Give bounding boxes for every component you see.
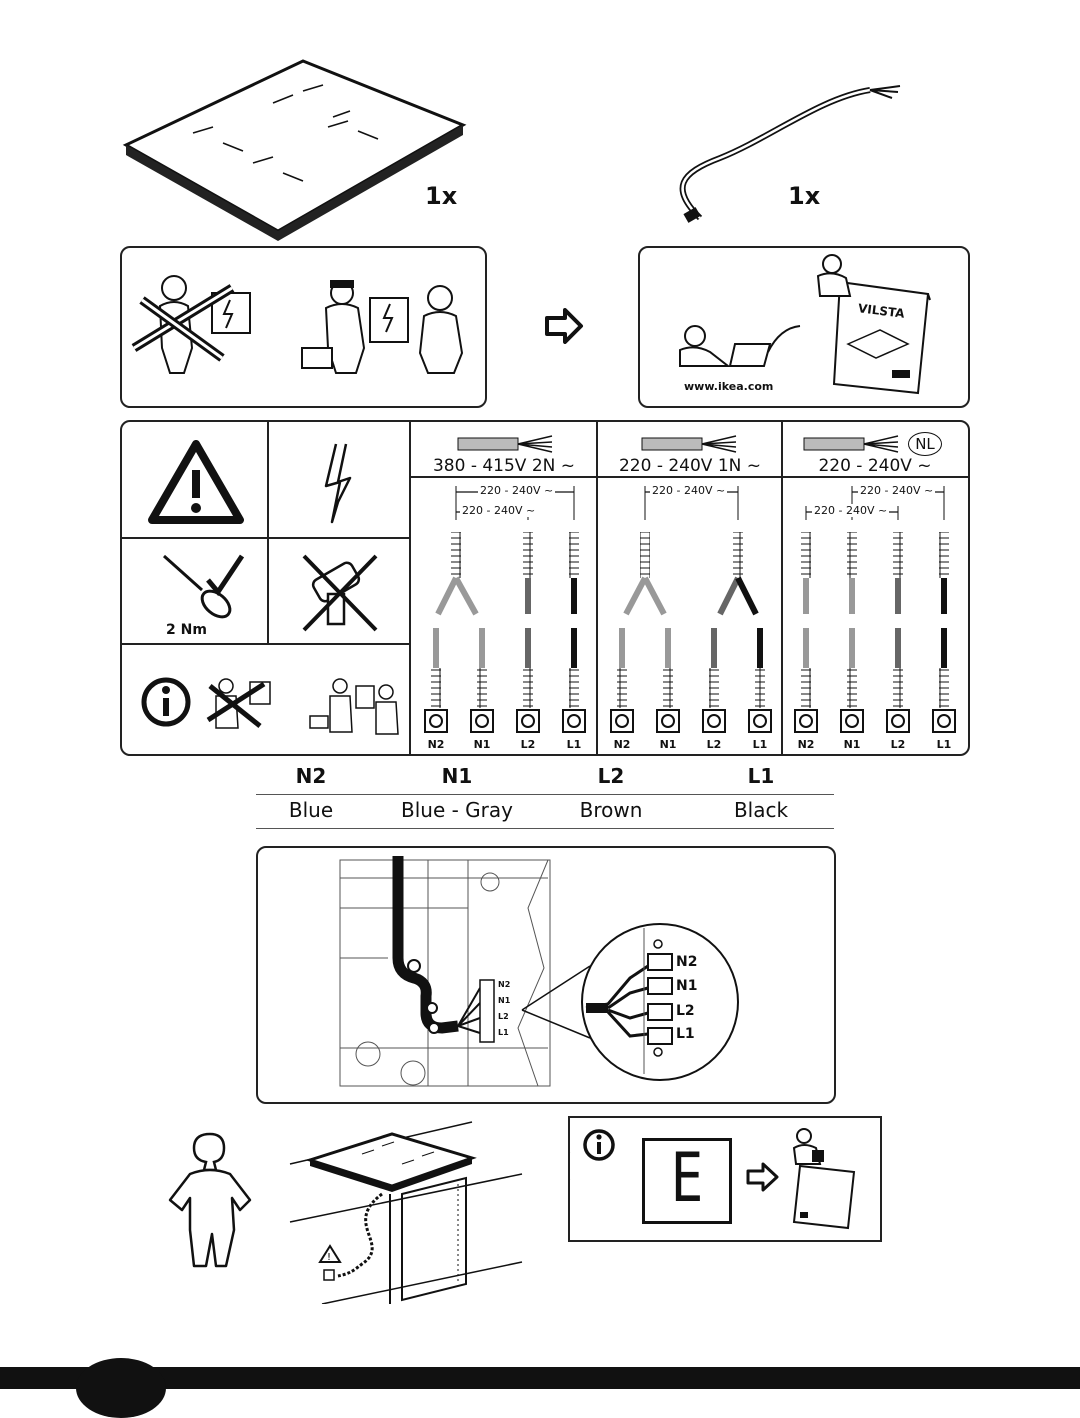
terminal-label: L1 xyxy=(752,738,768,751)
documentation-panel: www.ikea.com VILSTA xyxy=(638,246,970,408)
terminal-label: L2 xyxy=(890,738,906,751)
table-cell: Blue - Gray xyxy=(400,798,513,822)
table-cell: Black xyxy=(733,798,789,822)
info-icon xyxy=(583,1129,615,1161)
high-voltage-icon xyxy=(324,443,352,524)
table-cell: Blue xyxy=(288,798,334,822)
screwdriver-icon xyxy=(162,554,245,619)
wiring-grid xyxy=(122,422,968,754)
no-power-drill-icon xyxy=(302,554,378,632)
table-bottom-rule xyxy=(256,828,834,829)
terminal-label: N1 xyxy=(843,738,861,751)
table-header: L2 xyxy=(597,764,625,788)
arrow-right-icon xyxy=(545,308,583,344)
terminal-zoom-label: N2 xyxy=(676,954,698,970)
arrow-right-icon xyxy=(746,1162,779,1192)
error-display: E xyxy=(642,1138,732,1224)
website-url: www.ikea.com xyxy=(684,380,774,393)
table-header: N2 xyxy=(295,764,327,788)
terminal-label: N2 xyxy=(797,738,815,751)
terminal-zoom-label: N1 xyxy=(676,978,698,994)
terminal-label: L1 xyxy=(566,738,582,751)
voltage-label-3: 220 - 240V ~ xyxy=(818,456,932,476)
sub-voltage-1b: 220 - 240V ~ xyxy=(460,504,538,517)
voltage-label-2: 220 - 240V 1N ~ xyxy=(618,456,762,476)
error-code: E xyxy=(670,1139,704,1218)
table-divider xyxy=(256,794,834,795)
terminal-block-panel: N2 N1 L2 L1 N2 N1 L2 L1 xyxy=(256,846,836,1104)
diy-prohibited-illustration xyxy=(131,275,464,374)
terminal-label: N2 xyxy=(613,738,631,751)
error-callout-panel: E xyxy=(568,1116,882,1242)
terminal-small-label: N1 xyxy=(498,996,511,1005)
terminal-label: N1 xyxy=(659,738,677,751)
warning-triangle-icon xyxy=(148,440,244,524)
footer-bar xyxy=(0,1367,1080,1389)
manual-reading-icon xyxy=(792,1128,856,1230)
table-header: L1 xyxy=(747,764,775,788)
installed-hob-illustration: ! xyxy=(289,1121,523,1304)
terminal-label: N1 xyxy=(473,738,491,751)
electrician-small-icon xyxy=(309,678,399,735)
cable-illustration xyxy=(679,85,901,223)
hob-quantity: 1x xyxy=(425,182,458,210)
terminal-small-label: L1 xyxy=(498,1028,509,1037)
hob-illustration xyxy=(122,59,467,241)
terminal-small-label: N2 xyxy=(498,980,511,989)
wiring-panel: 2 Nm 380 - 415V 2N ~ 220 - 240V 1N ~ xyxy=(120,420,970,756)
manual-and-website-illustration xyxy=(679,254,931,395)
cable-symbol-2 xyxy=(641,435,737,453)
person-figure xyxy=(168,1132,252,1268)
cable-quantity: 1x xyxy=(788,182,821,210)
terminal-label: L2 xyxy=(520,738,536,751)
cable-symbol-1 xyxy=(457,435,553,453)
svg-text:!: ! xyxy=(327,1252,331,1263)
terminal-label: L2 xyxy=(706,738,722,751)
cable-symbol-3 xyxy=(803,435,899,453)
sub-voltage-3b: 220 - 240V ~ xyxy=(812,504,890,517)
page-number-badge xyxy=(76,1358,166,1418)
electrician-panel xyxy=(120,246,487,408)
diy-prohibited-small-icon xyxy=(206,678,271,729)
torque-label: 2 Nm xyxy=(166,622,207,638)
terminal-zoom-label: L1 xyxy=(676,1026,695,1042)
info-icon xyxy=(141,677,191,727)
table-cell: Brown xyxy=(579,798,643,822)
wire-color-table: N2 N1 L2 L1 Blue Blue - Gray Brown Black xyxy=(256,762,834,830)
sub-voltage-1a: 220 - 240V ~ xyxy=(478,484,556,497)
wiring-diagrams xyxy=(424,486,956,733)
sub-voltage-2: 220 - 240V ~ xyxy=(650,484,728,497)
table-header: N1 xyxy=(441,764,473,788)
terminal-label: L1 xyxy=(936,738,952,751)
sub-voltage-3a: 220 - 240V ~ xyxy=(858,484,936,497)
terminal-small-label: L2 xyxy=(498,1012,509,1021)
terminal-label: N2 xyxy=(427,738,445,751)
terminal-zoom-label: L2 xyxy=(676,1003,695,1019)
hob-underside-illustration xyxy=(339,856,739,1087)
voltage-label-1: 380 - 415V 2N ~ xyxy=(432,456,576,476)
nl-badge: NL xyxy=(908,432,942,456)
